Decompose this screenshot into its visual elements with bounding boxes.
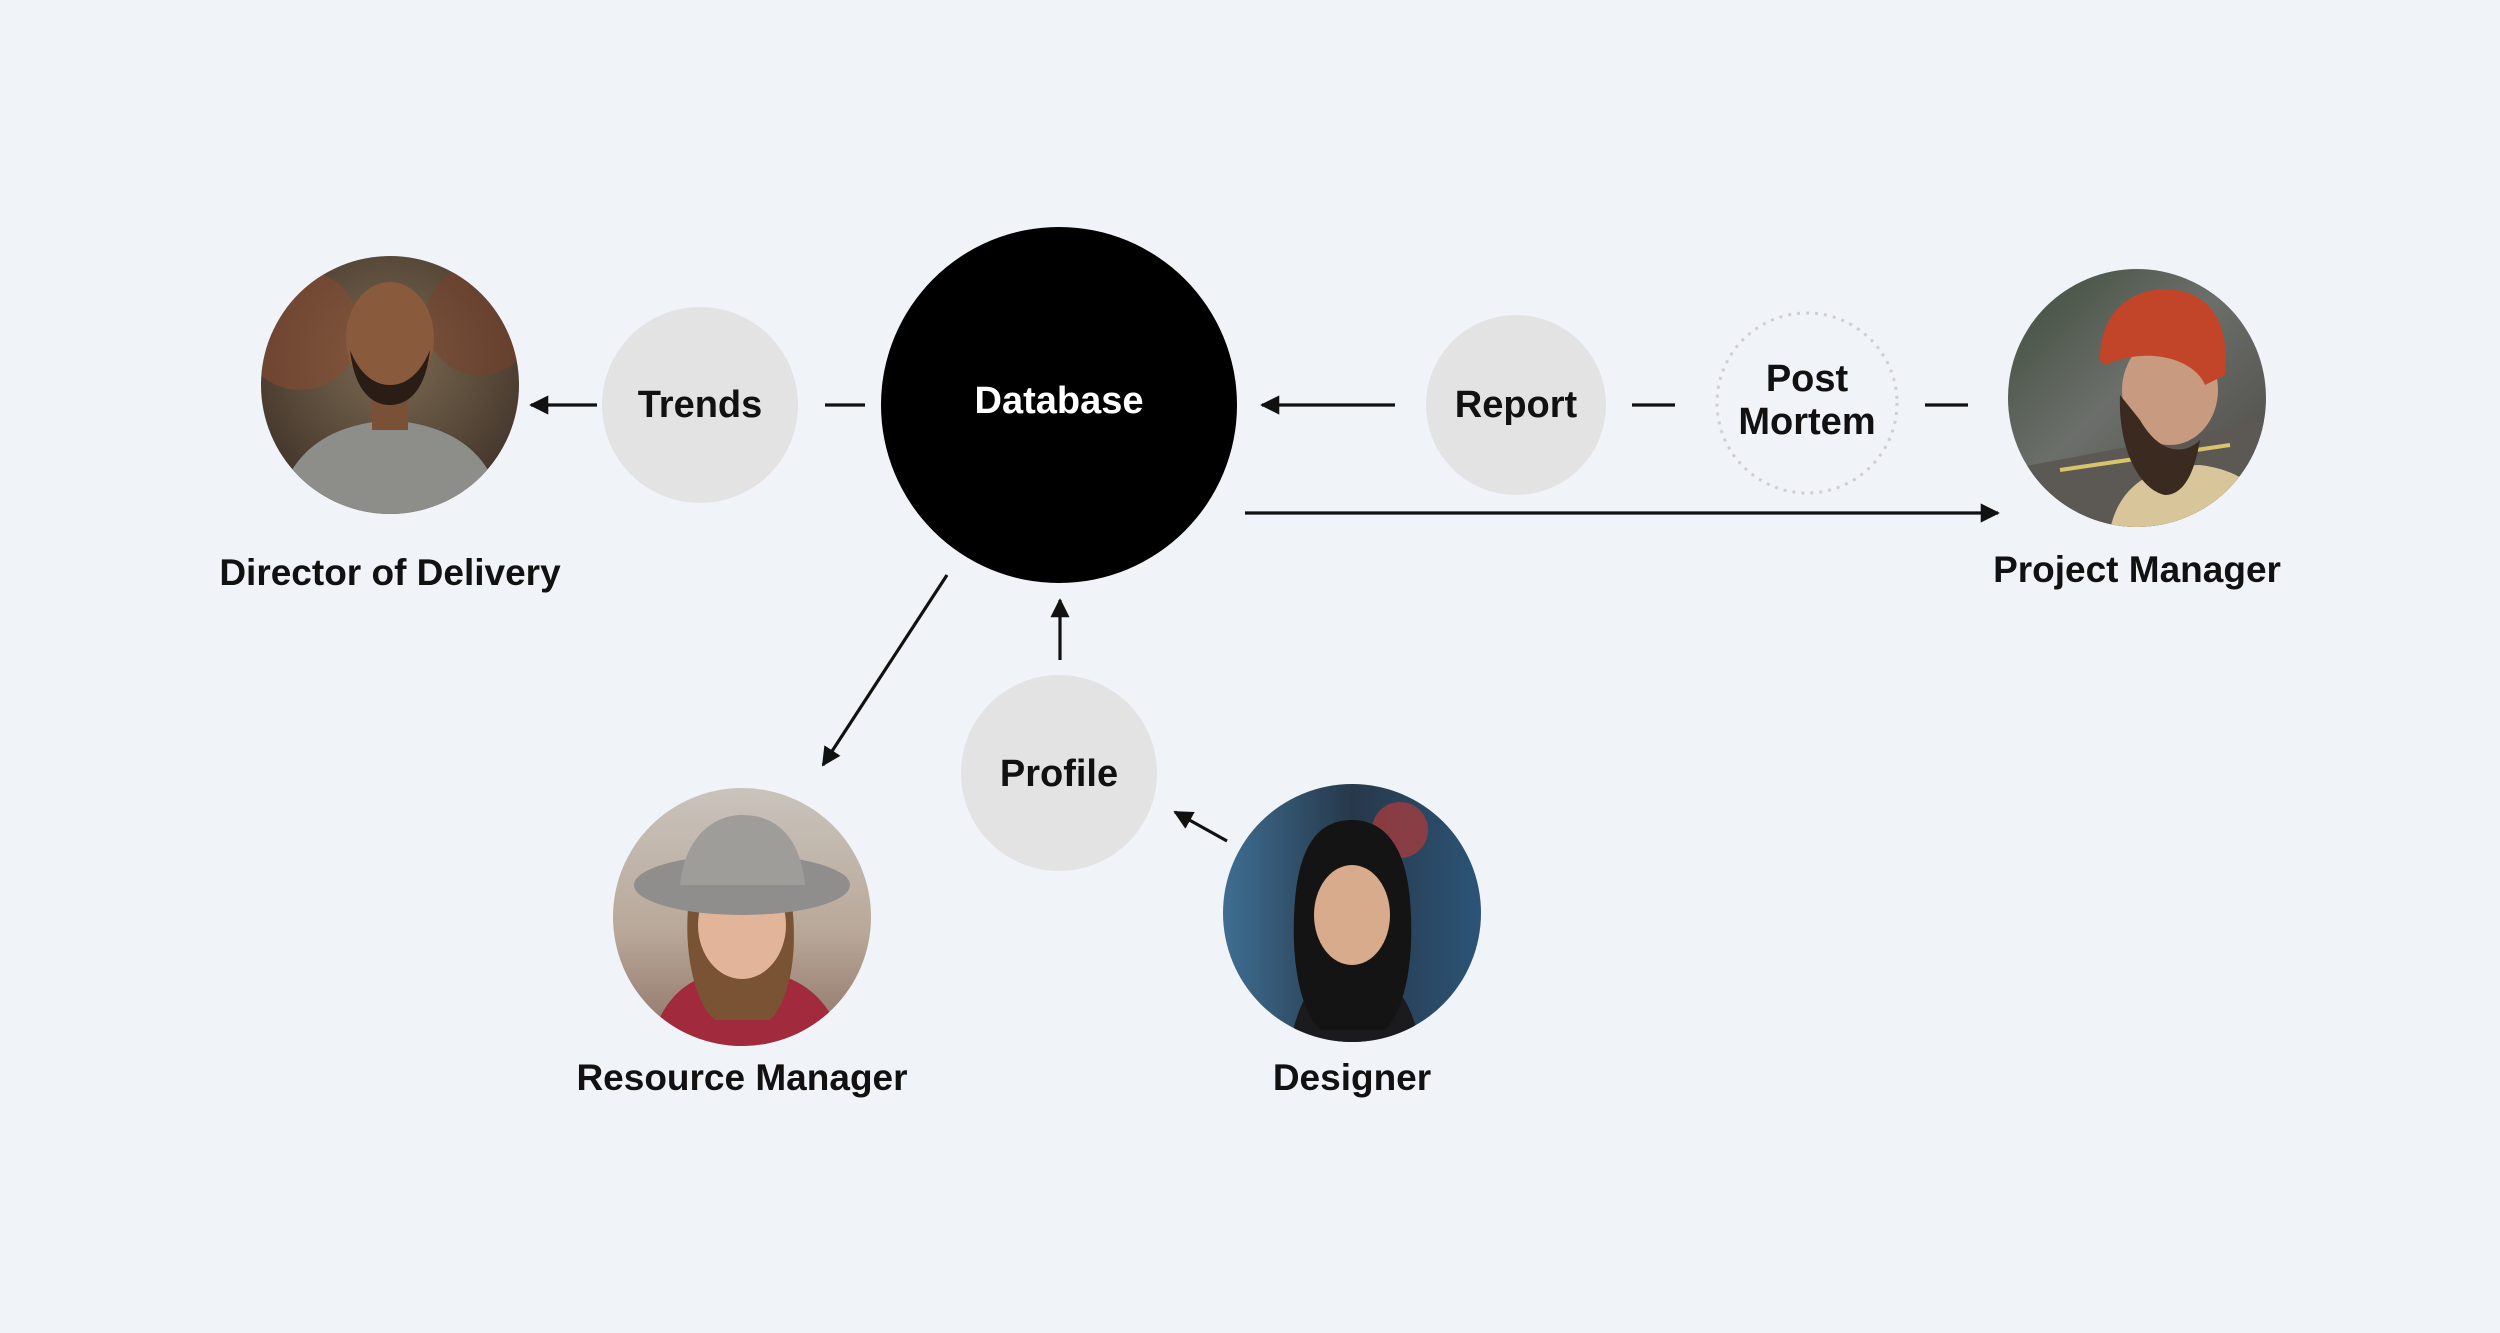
report-node[interactable]: Report	[1426, 315, 1606, 495]
designer[interactable]: Designer	[1220, 780, 1485, 1098]
trends-node[interactable]: Trends	[602, 307, 798, 503]
post-mortem-label-line2: Mortem	[1738, 401, 1875, 443]
database-node[interactable]: Database	[881, 227, 1237, 583]
designer-label: Designer	[1273, 1057, 1431, 1098]
project-manager-avatar	[2008, 269, 2266, 527]
resource-manager-avatar	[613, 788, 871, 1046]
post-mortem-node[interactable]: Post Mortem	[1715, 311, 1899, 495]
director-label: Director of Delivery	[219, 552, 561, 593]
project-manager[interactable]: Project Manager	[1993, 265, 2281, 590]
project-manager-label: Project Manager	[1993, 549, 2281, 590]
director-avatar	[261, 256, 519, 514]
resource-manager-label: Resource Manager	[576, 1057, 907, 1098]
post-mortem-label-line1: Post	[1766, 358, 1849, 400]
profile-label: Profile	[1000, 753, 1118, 795]
designer-avatar	[1223, 784, 1481, 1042]
director-of-delivery[interactable]: Director of Delivery	[219, 250, 561, 593]
edge-designer-to-profile	[1173, 810, 1228, 843]
database-label: Database	[975, 380, 1144, 422]
trends-label: Trends	[638, 384, 763, 426]
resource-manager[interactable]: Resource Manager	[576, 785, 908, 1098]
profile-node[interactable]: Profile	[961, 675, 1157, 871]
report-label: Report	[1455, 384, 1578, 426]
edge-database-to-resource-manager	[821, 574, 949, 767]
